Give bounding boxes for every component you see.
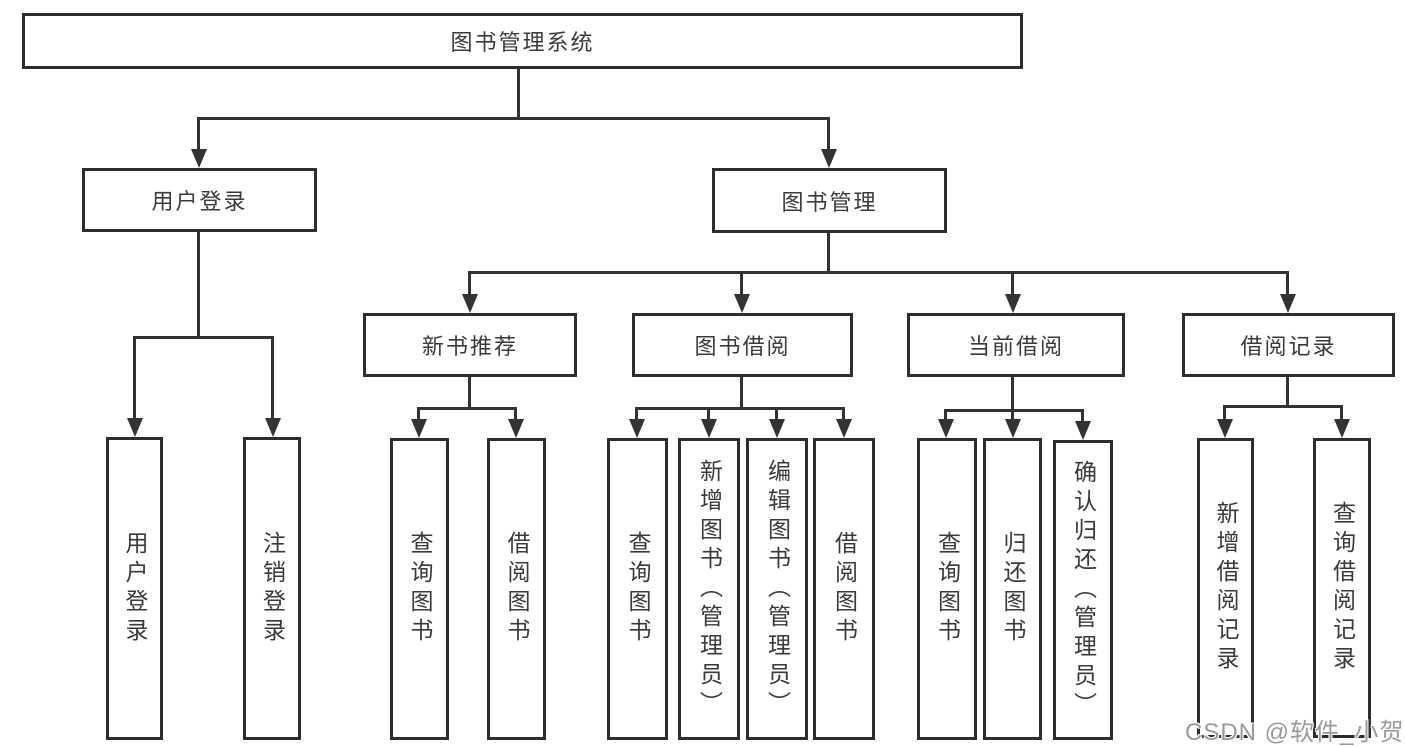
- leaf-bb-edit-books-admin: 编辑图书（管理员）: [746, 438, 808, 740]
- leaf-br-add-record: 新增借阅记录: [1197, 438, 1254, 738]
- arrowhead-bb-borrow: [836, 419, 852, 438]
- node-root-label: 图书管理系统: [450, 30, 595, 55]
- node-book-borrow-label: 图书借阅: [694, 334, 791, 359]
- leaf-bb-edit-books-admin-label: 编辑图书（管理员）: [764, 458, 791, 720]
- connector-book-borrow-trunk: [740, 377, 743, 407]
- node-user-login-label: 用户登录: [151, 189, 248, 214]
- connector-drop-borrow-record: [1286, 271, 1289, 297]
- arrowhead-current-borrow: [1005, 294, 1021, 313]
- leaf-bb-query-books-label: 查询图书: [625, 531, 651, 647]
- connector-book-mgmt-trunk: [827, 233, 830, 271]
- leaf-bb-add-books-admin-label: 新增图书（管理员）: [696, 458, 723, 720]
- arrowhead-book-borrow: [734, 294, 750, 313]
- connector-drop-user-login: [197, 117, 200, 151]
- leaf-cb-confirm-return-admin-label: 确认归还（管理员）: [1070, 459, 1097, 721]
- connector-drop-rec-borrow: [514, 407, 517, 421]
- connector-drop-bb-edit: [775, 407, 778, 421]
- arrowhead-cb-return: [1005, 419, 1021, 438]
- arrowhead-book-mgmt: [821, 149, 837, 168]
- leaf-cb-return-books: 归还图书: [983, 438, 1042, 740]
- leaf-br-add-record-label: 新增借阅记录: [1213, 501, 1239, 675]
- connector-level3-rail: [468, 271, 1289, 274]
- connector-drop-br-add: [1223, 405, 1226, 421]
- connector-drop-cb-confirm: [1081, 409, 1084, 423]
- node-user-login: 用户登录: [82, 168, 317, 232]
- connector-drop-new-book-rec: [468, 271, 471, 297]
- arrowhead-bb-add: [701, 419, 717, 438]
- connector-drop-rec-query: [417, 407, 420, 421]
- arrowhead-leaf-logout: [265, 418, 281, 437]
- connector-drop-book-mgmt: [827, 117, 830, 151]
- connector-drop-leaf-login: [133, 336, 136, 420]
- arrowhead-cb-query: [938, 419, 954, 438]
- connector-current-borrow-rail: [944, 409, 1084, 412]
- leaf-rec-borrow-books-label: 借阅图书: [504, 531, 530, 647]
- leaf-user-login-label: 用户登录: [122, 530, 148, 647]
- arrowhead-bb-edit: [769, 419, 785, 438]
- arrowhead-borrow-record: [1280, 294, 1296, 313]
- leaf-cb-query-books-label: 查询图书: [934, 531, 961, 647]
- node-book-mgmt-label: 图书管理: [781, 189, 878, 215]
- arrowhead-rec-borrow: [508, 419, 524, 438]
- leaf-bb-borrow-books-label: 借阅图书: [831, 531, 858, 647]
- node-current-borrow: 当前借阅: [907, 313, 1125, 377]
- leaf-cb-query-books: 查询图书: [917, 438, 977, 740]
- connector-drop-br-query: [1340, 405, 1343, 421]
- arrowhead-br-query: [1334, 419, 1350, 438]
- leaf-rec-query-books-label: 查询图书: [407, 531, 433, 647]
- node-borrow-record-label: 借阅记录: [1240, 334, 1337, 359]
- arrowhead-cb-confirm: [1075, 421, 1091, 440]
- connector-drop-cb-return: [1011, 409, 1014, 421]
- arrowhead-rec-query: [411, 419, 427, 438]
- connector-user-login-rail: [133, 336, 274, 339]
- node-borrow-record: 借阅记录: [1182, 313, 1395, 377]
- connector-new-book-rec-trunk: [468, 377, 471, 407]
- leaf-bb-query-books: 查询图书: [607, 438, 668, 740]
- node-new-book-rec: 新书推荐: [363, 313, 577, 377]
- leaf-cb-return-books-label: 归还图书: [1000, 531, 1026, 647]
- node-current-borrow-label: 当前借阅: [967, 334, 1064, 359]
- connector-drop-book-borrow: [740, 271, 743, 297]
- arrowhead-br-add: [1217, 419, 1233, 438]
- connector-borrow-record-rail: [1223, 405, 1343, 408]
- leaf-br-query-record-label: 查询借阅记录: [1329, 501, 1356, 675]
- leaf-logout: 注销登录: [243, 437, 301, 740]
- connector-borrow-record-trunk: [1286, 377, 1289, 405]
- leaf-rec-borrow-books: 借阅图书: [487, 438, 546, 740]
- leaf-cb-confirm-return-admin: 确认归还（管理员）: [1053, 440, 1113, 740]
- connector-drop-leaf-logout: [271, 336, 274, 420]
- arrowhead-user-login: [191, 149, 207, 168]
- arrowhead-new-book-rec: [462, 294, 478, 313]
- connector-drop-bb-borrow: [842, 407, 845, 421]
- node-book-borrow: 图书借阅: [632, 313, 853, 377]
- connector-root-trunk: [517, 69, 520, 117]
- node-new-book-rec-label: 新书推荐: [421, 334, 518, 359]
- connector-user-login-trunk: [197, 232, 200, 336]
- leaf-br-query-record: 查询借阅记录: [1313, 438, 1371, 738]
- leaf-rec-query-books: 查询图书: [390, 438, 449, 740]
- arrowhead-bb-query: [629, 419, 645, 438]
- watermark: CSDN @软件_小贺同学: [1185, 719, 1405, 746]
- connector-new-book-rec-rail: [417, 407, 517, 410]
- connector-current-borrow-trunk: [1011, 377, 1014, 409]
- connector-drop-current-borrow: [1011, 271, 1014, 297]
- leaf-bb-borrow-books: 借阅图书: [813, 438, 875, 740]
- connector-drop-bb-add: [707, 407, 710, 421]
- arrowhead-leaf-login: [127, 418, 143, 437]
- leaf-logout-label: 注销登录: [259, 530, 286, 647]
- connector-drop-cb-query: [944, 409, 947, 421]
- node-book-mgmt: 图书管理: [712, 168, 947, 233]
- connector-book-borrow-rail: [635, 407, 845, 410]
- connector-drop-bb-query: [635, 407, 638, 421]
- node-root: 图书管理系统: [22, 13, 1023, 69]
- leaf-user-login: 用户登录: [106, 437, 163, 740]
- leaf-bb-add-books-admin: 新增图书（管理员）: [678, 438, 740, 740]
- connector-level2-rail: [197, 117, 830, 120]
